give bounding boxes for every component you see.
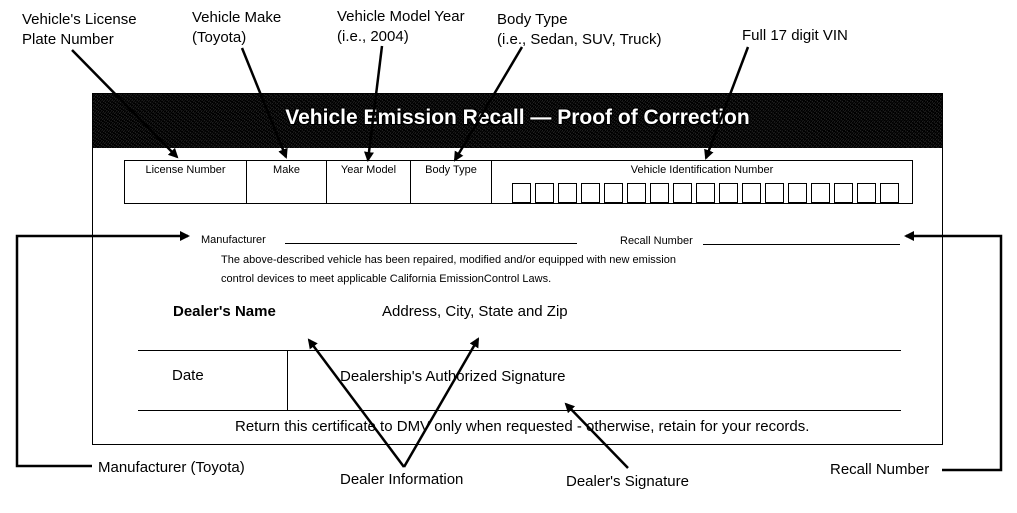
vin-digit-box[interactable] bbox=[581, 183, 600, 203]
date-divider bbox=[287, 350, 288, 410]
vin-digit-box[interactable] bbox=[811, 183, 830, 203]
vin-digit-box[interactable] bbox=[834, 183, 853, 203]
vin-digit-box[interactable] bbox=[512, 183, 531, 203]
vin-digit-box[interactable] bbox=[765, 183, 784, 203]
form-title: Vehicle Emission Recall — Proof of Corre… bbox=[285, 106, 750, 129]
vin-digit-box[interactable] bbox=[857, 183, 876, 203]
recall-number-label: Recall Number bbox=[620, 235, 693, 247]
callout-make-line1: Vehicle Make bbox=[192, 9, 282, 26]
address-label: Address, City, State and Zip bbox=[382, 303, 568, 320]
recall-number-line[interactable] bbox=[703, 244, 900, 245]
dealer-name-label: Dealer's Name bbox=[173, 303, 276, 320]
callout-license-plate-line2: Plate Number bbox=[22, 31, 114, 48]
signature-label: Dealership's Authorized Signature bbox=[340, 368, 566, 385]
vin-label: Vehicle Identification Number bbox=[630, 164, 774, 176]
license-number-label: License Number bbox=[145, 164, 226, 176]
statement-line2: control devices to meet applicable Calif… bbox=[221, 273, 552, 285]
vin-digit-box[interactable] bbox=[650, 183, 669, 203]
callout-body-type-line1: Body Type bbox=[497, 11, 568, 28]
vin-digit-box[interactable] bbox=[788, 183, 807, 203]
callout-dealer-information: Dealer Information bbox=[340, 471, 464, 488]
callout-vin: Full 17 digit VIN bbox=[742, 27, 848, 44]
footer-note: Return this certificate to DMV only when… bbox=[235, 418, 810, 435]
vin-digit-box[interactable] bbox=[673, 183, 692, 203]
vin-digit-box[interactable] bbox=[604, 183, 623, 203]
title-band: Vehicle Emission Recall — Proof of Corre… bbox=[93, 94, 942, 148]
recall-form: Vehicle Emission Recall — Proof of Corre… bbox=[92, 93, 943, 445]
vin-digit-box[interactable] bbox=[742, 183, 761, 203]
vin-digit-box[interactable] bbox=[696, 183, 715, 203]
year-model-field[interactable]: Year Model bbox=[326, 160, 410, 204]
callout-make: Vehicle Make (Toyota) bbox=[192, 8, 281, 48]
vin-field[interactable]: Vehicle Identification Number bbox=[491, 160, 913, 204]
callout-license-plate-line1: Vehicle's License bbox=[22, 11, 137, 28]
callout-model-year: Vehicle Model Year (i.e., 2004) bbox=[337, 7, 465, 47]
make-field[interactable]: Make bbox=[246, 160, 326, 204]
signature-line[interactable] bbox=[138, 410, 901, 411]
year-model-label: Year Model bbox=[340, 164, 397, 176]
callout-recall-number: Recall Number bbox=[830, 461, 930, 478]
manufacturer-label: Manufacturer bbox=[201, 234, 266, 246]
body-type-label: Body Type bbox=[425, 164, 477, 176]
manufacturer-line[interactable] bbox=[285, 243, 577, 244]
callout-model-year-line2: (i.e., 2004) bbox=[337, 28, 409, 45]
callout-license-plate: Vehicle's License Plate Number bbox=[22, 10, 137, 50]
date-label: Date bbox=[172, 367, 204, 384]
vin-digit-box[interactable] bbox=[627, 183, 646, 203]
statement-line1: The above-described vehicle has been rep… bbox=[221, 254, 676, 266]
callout-dealer-signature: Dealer's Signature bbox=[566, 473, 689, 490]
callout-body-type: Body Type (i.e., Sedan, SUV, Truck) bbox=[497, 10, 662, 50]
body-type-field[interactable]: Body Type bbox=[410, 160, 491, 204]
callout-body-type-line2: (i.e., Sedan, SUV, Truck) bbox=[497, 31, 662, 48]
vin-digit-box[interactable] bbox=[880, 183, 899, 203]
callout-make-line2: (Toyota) bbox=[192, 29, 247, 46]
vin-digit-box[interactable] bbox=[535, 183, 554, 203]
dealer-info-line[interactable] bbox=[138, 350, 901, 351]
vin-digit-box[interactable] bbox=[719, 183, 738, 203]
license-number-field[interactable]: License Number bbox=[124, 160, 246, 204]
make-label: Make bbox=[273, 164, 300, 176]
callout-manufacturer: Manufacturer (Toyota) bbox=[98, 459, 245, 476]
vin-digit-box[interactable] bbox=[558, 183, 577, 203]
callout-model-year-line1: Vehicle Model Year bbox=[337, 8, 465, 25]
